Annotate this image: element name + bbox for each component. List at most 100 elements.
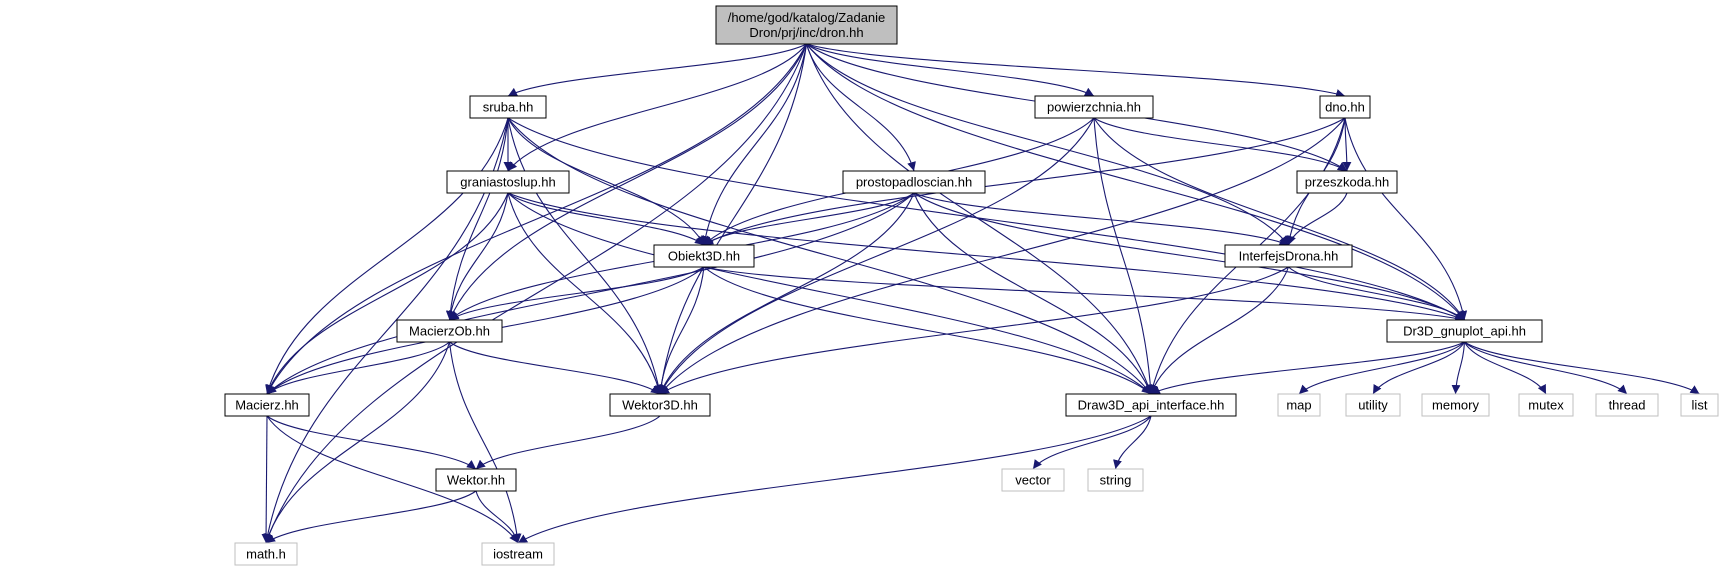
edge-macierzob-to-math <box>264 341 451 544</box>
node-macierz[interactable]: Macierz.hh <box>224 393 310 417</box>
node-powierzchnia-box <box>1034 95 1154 119</box>
node-wektor3d[interactable]: Wektor3D.hh <box>609 393 711 417</box>
node-macierzob-box <box>396 319 503 343</box>
node-interfejs-label: InterfejsDrona.hh <box>1239 249 1339 264</box>
edge-draw3d-to-vector <box>1032 415 1152 470</box>
node-vector-box <box>1001 468 1065 492</box>
edge-graniastoslup-to-obiekt3d <box>507 192 705 246</box>
node-vector: vector <box>1001 468 1065 492</box>
node-math: math.h <box>234 542 298 566</box>
node-powierzchnia-label: powierzchnia.hh <box>1047 100 1141 115</box>
node-interfejs-box <box>1224 244 1353 268</box>
edge-macierzob-to-wektor3d <box>449 341 661 395</box>
edge-przeszkoda-to-interfejs <box>1287 192 1348 246</box>
node-obiekt3d[interactable]: Obiekt3D.hh <box>653 244 755 268</box>
edge-dr3d-to-thread <box>1464 341 1628 395</box>
node-sruba[interactable]: sruba.hh <box>469 95 547 119</box>
edge-macierz-to-wektor <box>266 415 477 470</box>
node-przeszkoda-label: przeszkoda.hh <box>1305 175 1390 190</box>
edge-dron-to-macierz <box>266 43 807 395</box>
edge-powierzchnia-to-dr3d <box>1093 117 1465 321</box>
edge-dno-to-obiekt3d <box>703 117 1346 246</box>
node-wektor-label: Wektor.hh <box>447 473 505 488</box>
node-math-label: math.h <box>246 547 286 562</box>
node-list-label: list <box>1692 398 1708 413</box>
edge-draw3d-to-string <box>1113 415 1152 470</box>
node-utility-label: utility <box>1358 398 1388 413</box>
node-utility: utility <box>1345 393 1401 417</box>
edge-dron-to-dno <box>806 43 1346 98</box>
node-powierzchnia[interactable]: powierzchnia.hh <box>1034 95 1154 119</box>
node-mutex-box <box>1518 393 1574 417</box>
node-memory: memory <box>1421 393 1490 417</box>
edge-macierz-to-iostream <box>266 415 519 544</box>
edge-interfejs-to-wektor3d <box>659 266 1289 395</box>
node-dron[interactable]: /home/god/katalog/ZadanieDron/prj/inc/dr… <box>715 5 898 45</box>
node-utility-box <box>1345 393 1401 417</box>
node-draw3d-box <box>1065 393 1237 417</box>
node-map-box <box>1277 393 1321 417</box>
edge-dron-to-graniastoslup <box>507 43 807 172</box>
edge-dron-to-powierzchnia <box>806 43 1095 97</box>
node-iostream: iostream <box>481 542 555 566</box>
edge-interfejs-to-dr3d <box>1288 266 1465 321</box>
edge-graniastoslup-to-dr3d <box>507 192 1465 321</box>
node-sruba-box <box>469 95 547 119</box>
edge-prostopadloscian-to-interfejs <box>913 192 1289 246</box>
node-math-box <box>234 542 298 566</box>
edge-graniastoslup-to-draw3d <box>507 192 1152 395</box>
node-dr3d-label: Dr3D_gnuplot_api.hh <box>1403 324 1526 339</box>
node-thread-box <box>1595 393 1659 417</box>
node-mutex-label: mutex <box>1528 398 1564 413</box>
edge-obiekt3d-to-wektor3d <box>656 266 705 395</box>
edge-dr3d-to-mutex <box>1464 341 1547 395</box>
edge-dron-to-wektor3d <box>656 43 808 395</box>
edge-dron-to-dr3d <box>806 43 1465 321</box>
edge-graniastoslup-to-macierzob <box>446 192 509 321</box>
node-interfejs[interactable]: InterfejsDrona.hh <box>1224 244 1353 268</box>
node-prostopadloscian[interactable]: prostopadloscian.hh <box>842 170 986 194</box>
node-graniastoslup[interactable]: graniastoslup.hh <box>446 170 570 194</box>
edge-dr3d-to-list <box>1464 341 1700 395</box>
node-list-box <box>1680 393 1719 417</box>
edges-layer <box>261 43 1700 544</box>
edge-sruba-to-obiekt3d <box>507 117 705 246</box>
node-wektor[interactable]: Wektor.hh <box>435 468 517 492</box>
node-dr3d-box <box>1386 319 1543 343</box>
edge-wektor-to-math <box>265 490 477 544</box>
edge-graniastoslup-to-wektor3d <box>507 192 663 395</box>
node-dr3d[interactable]: Dr3D_gnuplot_api.hh <box>1386 319 1543 343</box>
node-prostopadloscian-box <box>842 170 986 194</box>
node-graniastoslup-box <box>446 170 570 194</box>
edge-macierzob-to-macierz <box>266 341 450 395</box>
node-dno[interactable]: dno.hh <box>1319 95 1371 119</box>
node-macierzob-label: MacierzOb.hh <box>409 324 490 339</box>
edge-prostopadloscian-to-draw3d <box>913 192 1152 395</box>
node-obiekt3d-label: Obiekt3D.hh <box>668 249 740 264</box>
node-macierz-box <box>224 393 310 417</box>
edge-sruba-to-macierzob <box>445 117 509 321</box>
edge-powierzchnia-to-przeszkoda <box>1093 117 1348 172</box>
edge-wektor-to-iostream <box>475 490 520 544</box>
nodes-layer: /home/god/katalog/ZadanieDron/prj/inc/dr… <box>224 5 1719 566</box>
node-wektor3d-label: Wektor3D.hh <box>622 398 698 413</box>
node-dno-box <box>1319 95 1371 119</box>
node-dno-label: dno.hh <box>1325 100 1365 115</box>
edge-sruba-to-macierz <box>265 117 509 395</box>
node-list: list <box>1680 393 1719 417</box>
node-vector-label: vector <box>1015 473 1051 488</box>
edge-macierzob-to-iostream <box>448 341 522 544</box>
node-thread-label: thread <box>1609 398 1646 413</box>
node-draw3d[interactable]: Draw3D_api_interface.hh <box>1065 393 1237 417</box>
node-macierzob[interactable]: MacierzOb.hh <box>396 319 503 343</box>
node-iostream-label: iostream <box>493 547 543 562</box>
node-string-label: string <box>1100 473 1132 488</box>
edge-dron-to-obiekt3d <box>701 43 808 246</box>
node-przeszkoda-box <box>1296 170 1398 194</box>
edge-sruba-to-draw3d <box>507 117 1152 395</box>
node-dron-box <box>715 5 898 45</box>
node-memory-label: memory <box>1432 398 1479 413</box>
node-map: map <box>1277 393 1321 417</box>
edge-dron-to-sruba <box>507 43 807 97</box>
node-przeszkoda[interactable]: przeszkoda.hh <box>1296 170 1398 194</box>
